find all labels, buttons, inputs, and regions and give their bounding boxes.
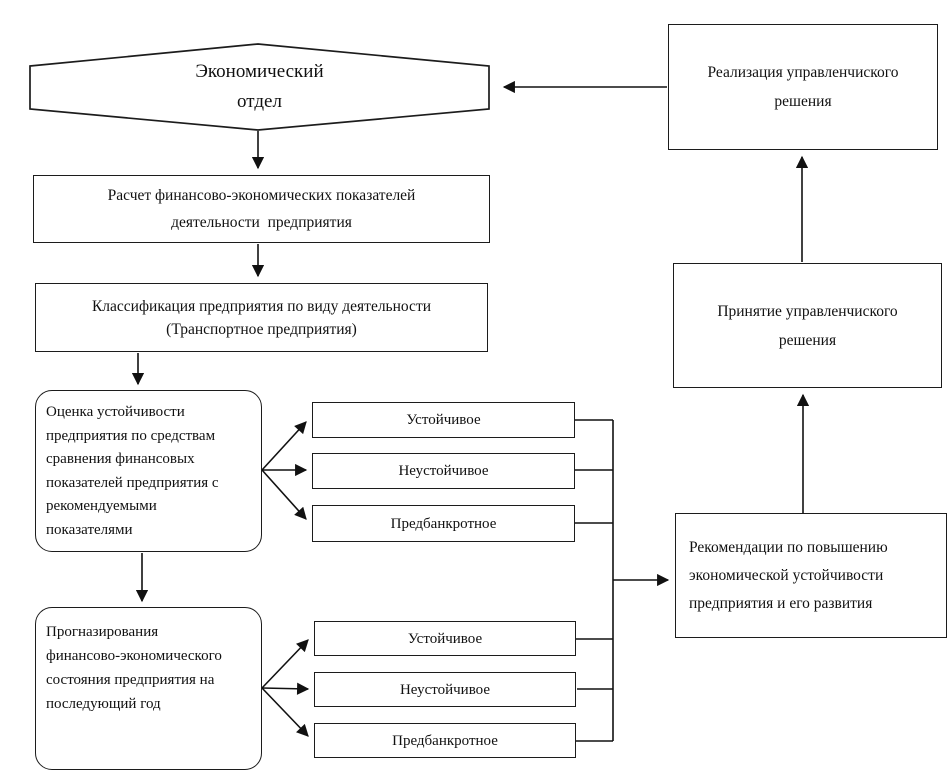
node-assess-line: показателями [46, 521, 133, 538]
economic-dept-hexagon [29, 43, 490, 131]
node-assess: Оценка устойчивости предприятия по средс… [35, 390, 262, 552]
arrow-assess-to-status-top-3 [261, 469, 307, 520]
node-assess-line: рекомендуемыми [46, 498, 157, 514]
node-decision: Принятие управленчиского решения [673, 263, 942, 388]
node-recommend-line: экономической устойчивости [689, 566, 884, 584]
node-forecast-line: Прогназирования [46, 624, 159, 640]
arrow-forecast-to-status-bottom-1 [261, 639, 309, 689]
node-status-bottom-3: Предбанкротное [314, 723, 576, 758]
node-decision-line: решения [778, 331, 837, 349]
node-recommend-line: предприятия и его развития [689, 594, 873, 612]
node-economic-dept: Экономический отдел [30, 44, 489, 130]
node-classify-line: (Транспортное предприятия) [166, 320, 357, 338]
node-implement-line: Реализация управленчиского [707, 64, 899, 81]
node-status-top-3: Предбанкротное [312, 505, 575, 542]
node-calc-line: Расчет финансово-экономических показател… [107, 187, 416, 204]
node-calc: Расчет финансово-экономических показател… [33, 175, 490, 243]
node-recommend: Рекомендации по повышению экономической … [675, 513, 947, 638]
node-assess-line: сравнения финансовых [46, 451, 195, 467]
node-classify: Классификация предприятия по виду деятел… [35, 283, 488, 352]
node-assess-line: показателей предприятия с [46, 474, 219, 491]
node-implement: Реализация управленчиского решения [668, 24, 938, 150]
status-label: Предбанкротное [392, 732, 498, 749]
arrow-forecast-to-status-bottom-3 [261, 687, 309, 737]
node-status-bottom-2: Неустойчивое [314, 672, 576, 707]
node-status-bottom-1: Устойчивое [314, 621, 576, 656]
node-recommend-line: Рекомендации по повышению [689, 538, 888, 556]
arrow-forecast-to-status-bottom-2 [261, 682, 310, 695]
arrow-assess-to-status-top-1 [261, 421, 307, 471]
status-label: Устойчивое [406, 412, 481, 428]
node-status-top-2: Неустойчивое [312, 453, 575, 489]
node-status-top-1: Устойчивое [312, 402, 575, 438]
economic-dept-line: Экономический [195, 61, 324, 82]
node-forecast-line: финансово-экономического [46, 648, 222, 664]
node-forecast-line: состояния предприятия на [46, 672, 215, 688]
node-implement-line: решения [774, 93, 832, 110]
status-label: Устойчивое [407, 630, 483, 647]
node-assess-line: Оценка устойчивости [46, 404, 185, 420]
node-decision-line: Принятие управленчиского [717, 302, 898, 320]
node-assess-line: предприятия по средствам [46, 427, 216, 444]
node-classify-line: Классификация предприятия по виду деятел… [91, 297, 432, 315]
status-label: Неустойчивое [398, 463, 489, 479]
status-label: Неустойчивое [399, 681, 491, 698]
status-label: Предбанкротное [390, 515, 497, 532]
node-forecast: Прогназирования финансово-экономического… [35, 607, 262, 770]
economic-dept-line: отдел [237, 91, 282, 112]
node-forecast-line: последующий год [46, 696, 161, 712]
node-calc-line: деятельности предприятия [171, 214, 352, 231]
